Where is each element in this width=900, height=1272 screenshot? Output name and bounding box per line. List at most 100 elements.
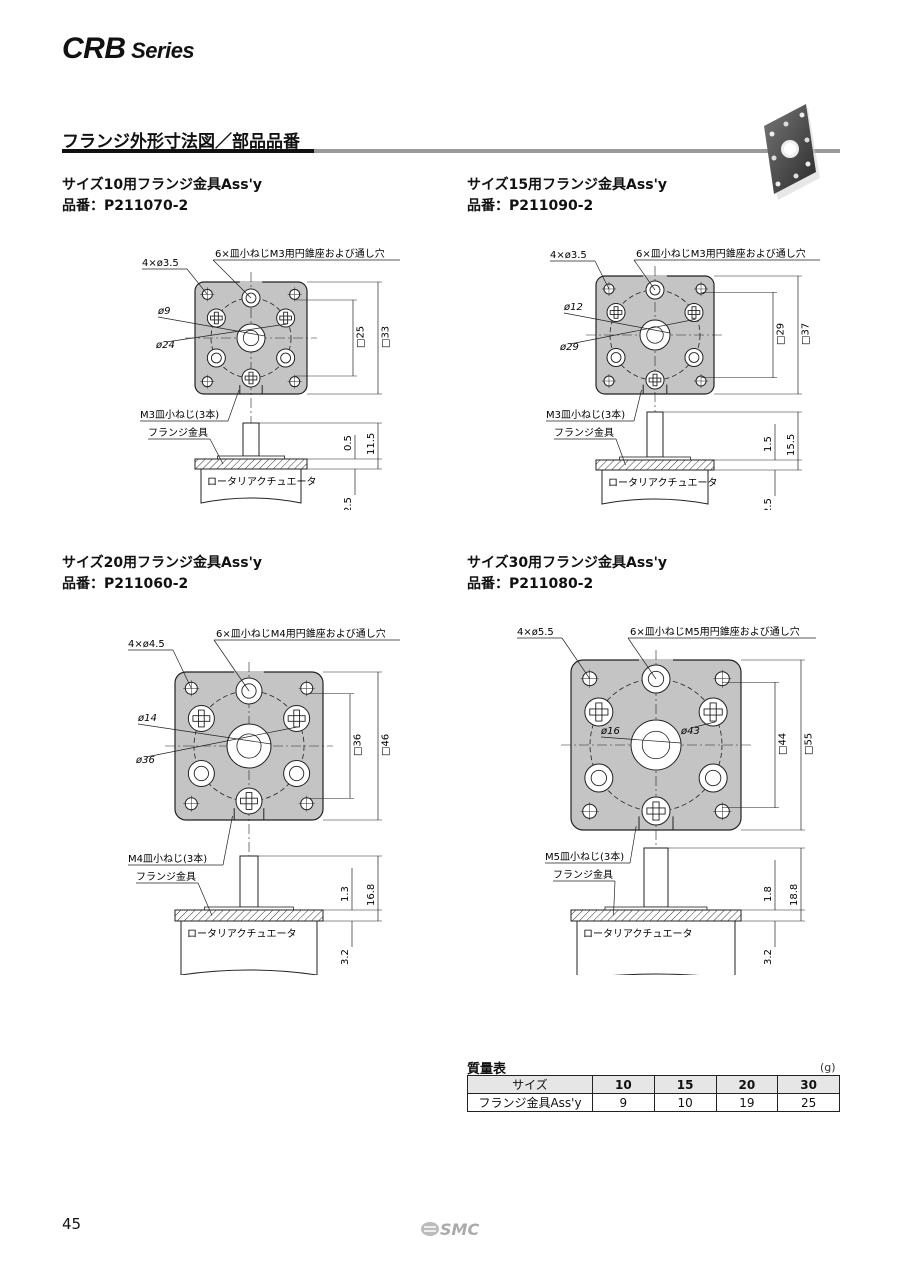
height-label-1: 0.5 xyxy=(343,435,354,451)
figure-title: サイズ15用フランジ金具Ass'y xyxy=(467,177,667,193)
inner-diameter-label: ø14 xyxy=(137,713,157,724)
leader-line xyxy=(165,323,288,343)
table-header-row: サイズ 10 15 20 30 xyxy=(467,1075,840,1094)
countersink-hole-icon xyxy=(283,760,311,787)
holes-label: 4×ø3.5 xyxy=(550,250,587,261)
countersink-hole-icon xyxy=(684,348,704,367)
shaft xyxy=(239,855,259,908)
leader-line xyxy=(615,438,626,466)
actuator-label: ロータリアクチュエータ xyxy=(583,928,693,940)
countersink-hole-icon xyxy=(584,763,614,793)
figure-title: サイズ30用フランジ金具Ass'y xyxy=(467,555,667,571)
part-number: 品番：P211090-2 xyxy=(467,198,594,214)
leader-line xyxy=(145,726,299,758)
table-cell: 9 xyxy=(592,1093,655,1112)
phillips-cross-icon xyxy=(609,306,623,319)
screw-head-icon xyxy=(276,308,296,328)
shaft xyxy=(242,422,260,457)
section-rule xyxy=(62,149,840,153)
series-main: CRB xyxy=(62,32,126,65)
table-header-label: サイズ xyxy=(467,1075,593,1094)
inner-square-label: □36 xyxy=(352,734,363,756)
figure-heading-size10: サイズ10用フランジ金具Ass'y 品番：P211070-2 xyxy=(62,175,262,217)
leader-line xyxy=(213,639,250,692)
height-label-2: 11.5 xyxy=(366,433,377,455)
height-label-1: 1.5 xyxy=(763,436,774,452)
height-label-3: 2.5 xyxy=(763,498,774,510)
hub-bore xyxy=(242,329,260,347)
leader-line xyxy=(633,389,642,422)
phillips-cross-icon xyxy=(589,702,609,722)
through-hole-icon xyxy=(241,683,257,699)
leader-line xyxy=(172,649,192,689)
height-label-3: 2.5 xyxy=(343,497,354,510)
flange-drawing-size10: 4×ø3.56×皿小ねじM3用円錐座および通し穴ø9ø24□25□33ロータリア… xyxy=(140,247,400,510)
pcd-diameter-label: ø29 xyxy=(559,342,579,353)
height-label-2: 18.8 xyxy=(789,884,800,906)
outer-square-label: □33 xyxy=(380,326,391,348)
flange-label: フランジ金具 xyxy=(554,426,614,439)
holes-label: 4×ø4.5 xyxy=(128,639,165,650)
part-number: 品番：P211060-2 xyxy=(62,576,189,592)
screw-head-icon xyxy=(698,697,728,727)
plate-notch xyxy=(239,281,263,289)
outer-square-label: □55 xyxy=(803,733,814,755)
series-sub: Series xyxy=(125,38,195,63)
thread-label: 6×皿小ねじM3用円錐座および通し穴 xyxy=(636,247,806,260)
through-hole-icon xyxy=(245,292,257,304)
table-row-label: フランジ金具Ass'y xyxy=(467,1093,593,1112)
hub-bore xyxy=(646,326,664,344)
outer-square-label: □37 xyxy=(800,323,811,345)
through-hole-icon xyxy=(610,352,622,363)
leader-line xyxy=(563,312,671,334)
table-header-size: 20 xyxy=(715,1075,779,1094)
through-hole-icon xyxy=(705,769,722,787)
logo-text: SMC xyxy=(440,1220,479,1239)
thread-label: 6×皿小ねじM3用円錐座および通し穴 xyxy=(215,247,385,260)
mass-table-unit: (g) xyxy=(820,1061,836,1074)
actuator-body xyxy=(576,920,736,975)
flange-section-hatch xyxy=(194,458,308,470)
flange-section-hatch xyxy=(570,909,742,922)
phillips-cross-icon xyxy=(687,306,701,319)
through-hole-icon xyxy=(688,352,700,363)
inner-square-label: □25 xyxy=(355,326,366,348)
flange-label: フランジ金具 xyxy=(148,426,208,439)
thread-label: 6×皿小ねじM5用円錐座および通し穴 xyxy=(630,625,800,638)
phillips-cross-icon xyxy=(192,709,211,728)
screw-head-icon xyxy=(206,308,226,328)
screw-head-icon xyxy=(241,368,261,388)
actuator-label: ロータリアクチュエータ xyxy=(187,928,297,940)
flange-section-hatch xyxy=(174,909,324,922)
phillips-cross-icon xyxy=(210,311,223,325)
through-hole-icon xyxy=(289,765,305,782)
through-hole-icon xyxy=(649,284,661,296)
leader-line xyxy=(569,318,696,345)
leader-line xyxy=(600,736,682,744)
pcd-circle xyxy=(589,678,723,812)
inner-square-label: □29 xyxy=(775,323,786,345)
through-hole-icon xyxy=(590,769,607,787)
actuator-body xyxy=(601,469,709,505)
table-header-size: 30 xyxy=(777,1075,840,1094)
countersink-hole-icon xyxy=(276,348,296,368)
height-label-2: 16.8 xyxy=(366,884,377,906)
part-number: 品番：P211080-2 xyxy=(467,576,594,592)
mass-table: サイズ 10 15 20 30 フランジ金具Ass'y 9 10 19 25 xyxy=(467,1075,840,1112)
smc-logo-icon: SMC xyxy=(421,1220,479,1239)
figure-title: サイズ20用フランジ金具Ass'y xyxy=(62,555,262,571)
table-cell: 10 xyxy=(653,1093,717,1112)
leader-line xyxy=(157,316,266,337)
hub-outer xyxy=(639,319,671,351)
through-hole-icon xyxy=(647,670,665,688)
height-label-3: 3.2 xyxy=(763,949,774,965)
leader-line xyxy=(197,882,213,916)
hub-outer xyxy=(236,323,266,353)
flange-section-hatch xyxy=(595,459,715,471)
flange-label: フランジ金具 xyxy=(553,868,613,881)
inner-diameter-label: ø12 xyxy=(563,302,583,313)
height-label-1: 1.8 xyxy=(763,886,774,902)
series-title: CRB Series xyxy=(62,32,195,66)
leader-line xyxy=(137,723,272,745)
screw-head-icon xyxy=(187,705,215,732)
